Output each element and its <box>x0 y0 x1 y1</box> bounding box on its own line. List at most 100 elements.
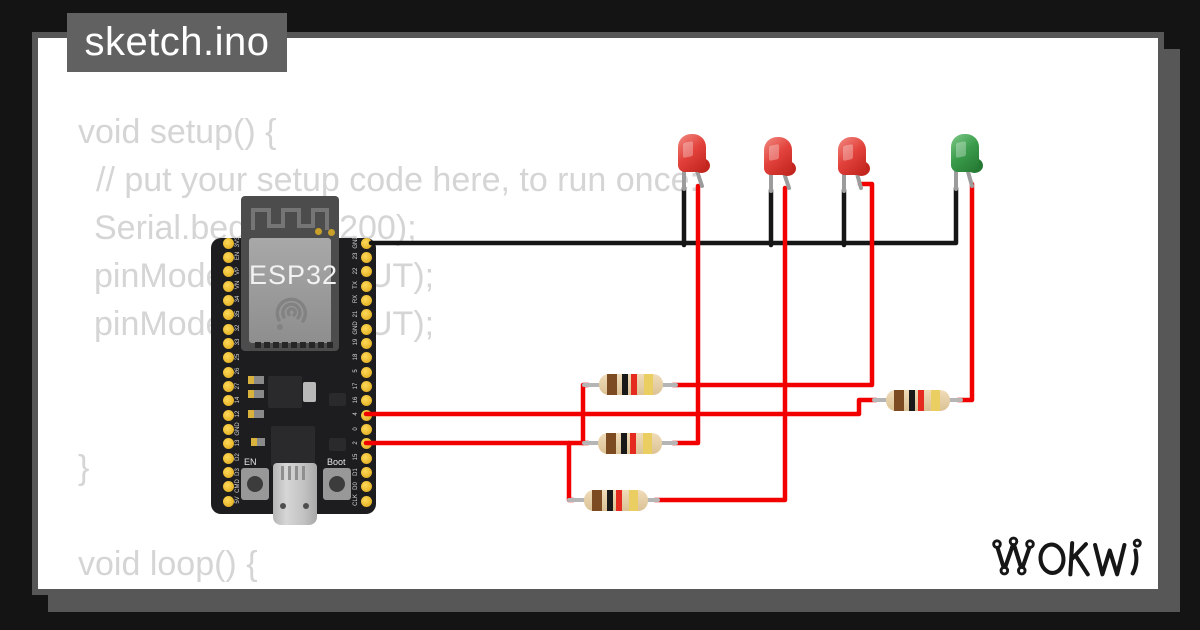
pin-right-16[interactable] <box>360 395 372 407</box>
simulation-canvas[interactable]: void setup() { // put your setup code her… <box>32 32 1164 595</box>
pin-left-GND[interactable] <box>222 424 234 436</box>
pin-right-GND[interactable] <box>360 237 372 249</box>
pin-left-VN[interactable] <box>222 280 234 292</box>
wire-r4-to-led4[interactable] <box>955 181 975 403</box>
pin-right-21[interactable] <box>360 309 372 321</box>
led-highlight <box>769 143 779 162</box>
band-brown <box>607 374 617 395</box>
pin-right-D1[interactable] <box>360 467 372 479</box>
pin-left-EN[interactable] <box>222 251 234 263</box>
capacitor <box>248 376 264 384</box>
pin-right-22[interactable] <box>360 266 372 278</box>
module-pad <box>300 342 306 348</box>
module-dot <box>328 229 335 236</box>
band-black <box>621 433 627 454</box>
wire-r2-to-led1[interactable] <box>670 183 701 446</box>
pin-left-CMD[interactable] <box>222 481 234 493</box>
pin-left-VP[interactable] <box>222 266 234 278</box>
module-pad <box>309 342 315 348</box>
led-dome <box>678 134 706 172</box>
en-button-label: EN <box>244 457 257 467</box>
r1-resistor[interactable] <box>599 374 663 395</box>
band-gold <box>644 374 653 395</box>
pin-right-17[interactable] <box>360 381 372 392</box>
pin-left-27[interactable] <box>222 381 234 392</box>
pin-left-33[interactable] <box>222 337 234 349</box>
logo-o <box>1038 542 1066 575</box>
band-red <box>918 390 924 411</box>
voltage-regulator <box>268 376 302 408</box>
wire-gnd-bus[interactable] <box>368 185 959 246</box>
module-dot <box>315 228 322 235</box>
pin-left-32[interactable] <box>222 323 234 335</box>
r4-resistor[interactable] <box>886 390 950 411</box>
usb-uart-chip <box>271 426 315 466</box>
esp32-wifi-module: ESP32 <box>241 196 339 351</box>
pin-left-26[interactable] <box>222 366 234 378</box>
led2-red-led[interactable] <box>764 137 796 176</box>
wire-pin2-branch-r3[interactable] <box>566 440 576 503</box>
pin-left-5V[interactable] <box>222 495 234 507</box>
pin-right-GND[interactable] <box>360 323 372 335</box>
pin-left-3V3[interactable] <box>222 237 234 249</box>
pin-left-D3[interactable] <box>222 467 234 479</box>
pin-right-23[interactable] <box>360 251 372 263</box>
pin-right-D0[interactable] <box>360 481 372 493</box>
logo-k <box>1068 541 1090 577</box>
wire-pin4-to-r4[interactable] <box>363 397 879 417</box>
band-black <box>607 490 613 511</box>
wire-r1-to-led3[interactable] <box>670 181 875 388</box>
capacitor <box>248 390 264 398</box>
pin-right-15[interactable] <box>360 452 372 464</box>
led-dome <box>764 137 792 175</box>
boot-button-label: Boot <box>327 457 346 467</box>
led1-red-led[interactable] <box>678 134 710 173</box>
pin-left-25[interactable] <box>222 352 234 364</box>
pin-right-5[interactable] <box>360 366 372 378</box>
module-pad <box>318 342 324 348</box>
logo-w2 <box>1093 542 1127 577</box>
pin-right-0[interactable] <box>360 424 372 436</box>
module-pad <box>273 342 279 348</box>
r2-resistor[interactable] <box>598 433 662 454</box>
wire-r3-to-led2[interactable] <box>652 185 788 503</box>
file-tab-sketch-ino[interactable]: sketch.ino <box>67 13 287 72</box>
usb-connector <box>273 463 317 525</box>
code-line-1: void setup() { <box>78 113 277 151</box>
pin-left-34[interactable] <box>222 294 234 306</box>
transistor <box>329 438 346 451</box>
esp32-devkit-board[interactable]: ESP32 EN Boot <box>211 196 376 525</box>
pin-right-CLK[interactable] <box>360 495 372 507</box>
pin-left-D2[interactable] <box>222 452 234 464</box>
led4-green-led[interactable] <box>951 134 983 173</box>
pin-right-19[interactable] <box>360 337 372 349</box>
logo-i <box>1130 548 1139 576</box>
module-pad <box>255 342 261 348</box>
pin-right-TX[interactable] <box>360 280 372 292</box>
pin-left-12[interactable] <box>222 409 234 421</box>
band-gold <box>643 433 652 454</box>
band-brown <box>894 390 904 411</box>
capacitor <box>248 410 264 418</box>
band-black <box>909 390 915 411</box>
regulator-tab <box>303 382 316 402</box>
r3-resistor[interactable] <box>584 490 648 511</box>
pin-left-35[interactable] <box>222 309 234 321</box>
en-button[interactable] <box>241 468 269 500</box>
logo-w1 <box>994 541 1033 572</box>
wires-layer <box>363 166 975 503</box>
module-pad <box>264 342 270 348</box>
boot-button[interactable] <box>323 468 351 500</box>
band-brown <box>606 433 616 454</box>
espressif-logo-icon <box>275 297 307 330</box>
module-pad <box>291 342 297 348</box>
pin-left-13[interactable] <box>222 438 234 450</box>
module-pad <box>282 342 288 348</box>
pin-left-14[interactable] <box>222 395 234 407</box>
band-red <box>630 433 636 454</box>
code-line-2: // put your setup code here, to run once… <box>96 161 699 199</box>
led3-red-led[interactable] <box>838 137 870 176</box>
pin-right-RX[interactable] <box>360 294 372 306</box>
band-gold <box>931 390 940 411</box>
pin-right-18[interactable] <box>360 352 372 364</box>
